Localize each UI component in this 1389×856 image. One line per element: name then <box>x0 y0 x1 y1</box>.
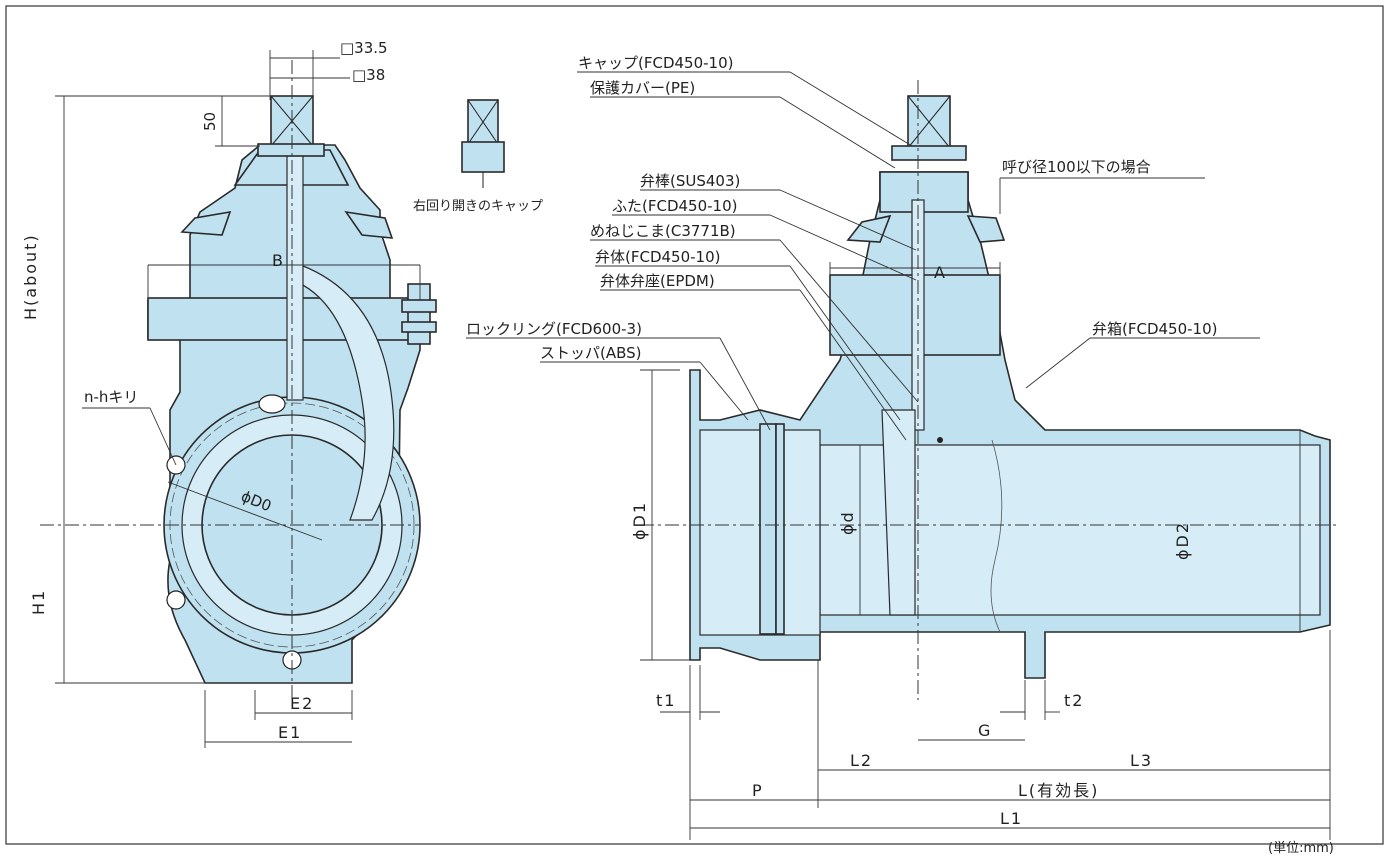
dim-h1: H1 <box>29 589 48 615</box>
bolt-hole <box>166 590 186 610</box>
dim-l2: L2 <box>850 751 873 770</box>
dim-sq-38: □38 <box>352 66 385 84</box>
dim-e1: E1 <box>278 723 302 742</box>
left-valve-view <box>40 60 437 700</box>
note-small-dia: 呼び径100以下の場合 <box>1002 158 1151 176</box>
dim-sq-33-5: □33.5 <box>340 39 388 57</box>
label-stem: 弁棒(SUS403) <box>640 172 740 190</box>
dim-d: ϕd <box>838 510 857 535</box>
label-cap: キャップ(FCD450-10) <box>578 54 734 72</box>
unit-note: (単位:mm) <box>1268 840 1334 856</box>
label-box: 弁箱(FCD450-10) <box>1092 320 1218 338</box>
dim-l3: L3 <box>1130 751 1153 770</box>
hole-label: n-hキリ <box>84 388 138 406</box>
dim-l1: L1 <box>1000 809 1023 828</box>
label-nut: めねじこま(C3771B) <box>590 222 736 240</box>
label-stopper: ストッパ(ABS) <box>540 344 642 362</box>
dim-b: B <box>272 251 285 270</box>
right-dimensions <box>640 262 1331 840</box>
dim-t1: t1 <box>656 691 676 710</box>
dim-d1: ϕD1 <box>630 501 649 540</box>
label-seat: 弁体弁座(EPDM) <box>600 272 715 290</box>
dim-a: A <box>934 263 947 282</box>
drawing-frame <box>5 5 1384 845</box>
dim-e2: E2 <box>290 694 314 713</box>
dim-t2: t2 <box>1064 691 1084 710</box>
dim-d2: ϕD2 <box>1173 521 1192 560</box>
label-valve-body: 弁体(FCD450-10) <box>595 248 721 266</box>
dim-p: P <box>752 781 764 800</box>
left-dimensions <box>55 50 421 748</box>
dim-h-about: H(about) <box>21 233 40 320</box>
right-valve-view <box>640 80 1340 700</box>
right-leaders <box>466 71 1260 441</box>
cap-caption: 右回り開きのキャップ <box>413 199 543 214</box>
dim-l: L(有効長) <box>1018 781 1099 800</box>
dim-g: G <box>978 721 992 740</box>
label-lid: ふた(FCD450-10) <box>612 197 738 215</box>
dim-50: 50 <box>201 112 219 131</box>
label-lock-ring: ロックリング(FCD600-3) <box>466 320 642 338</box>
cap-detail <box>461 99 505 188</box>
label-cover: 保護カバー(PE) <box>590 79 695 97</box>
